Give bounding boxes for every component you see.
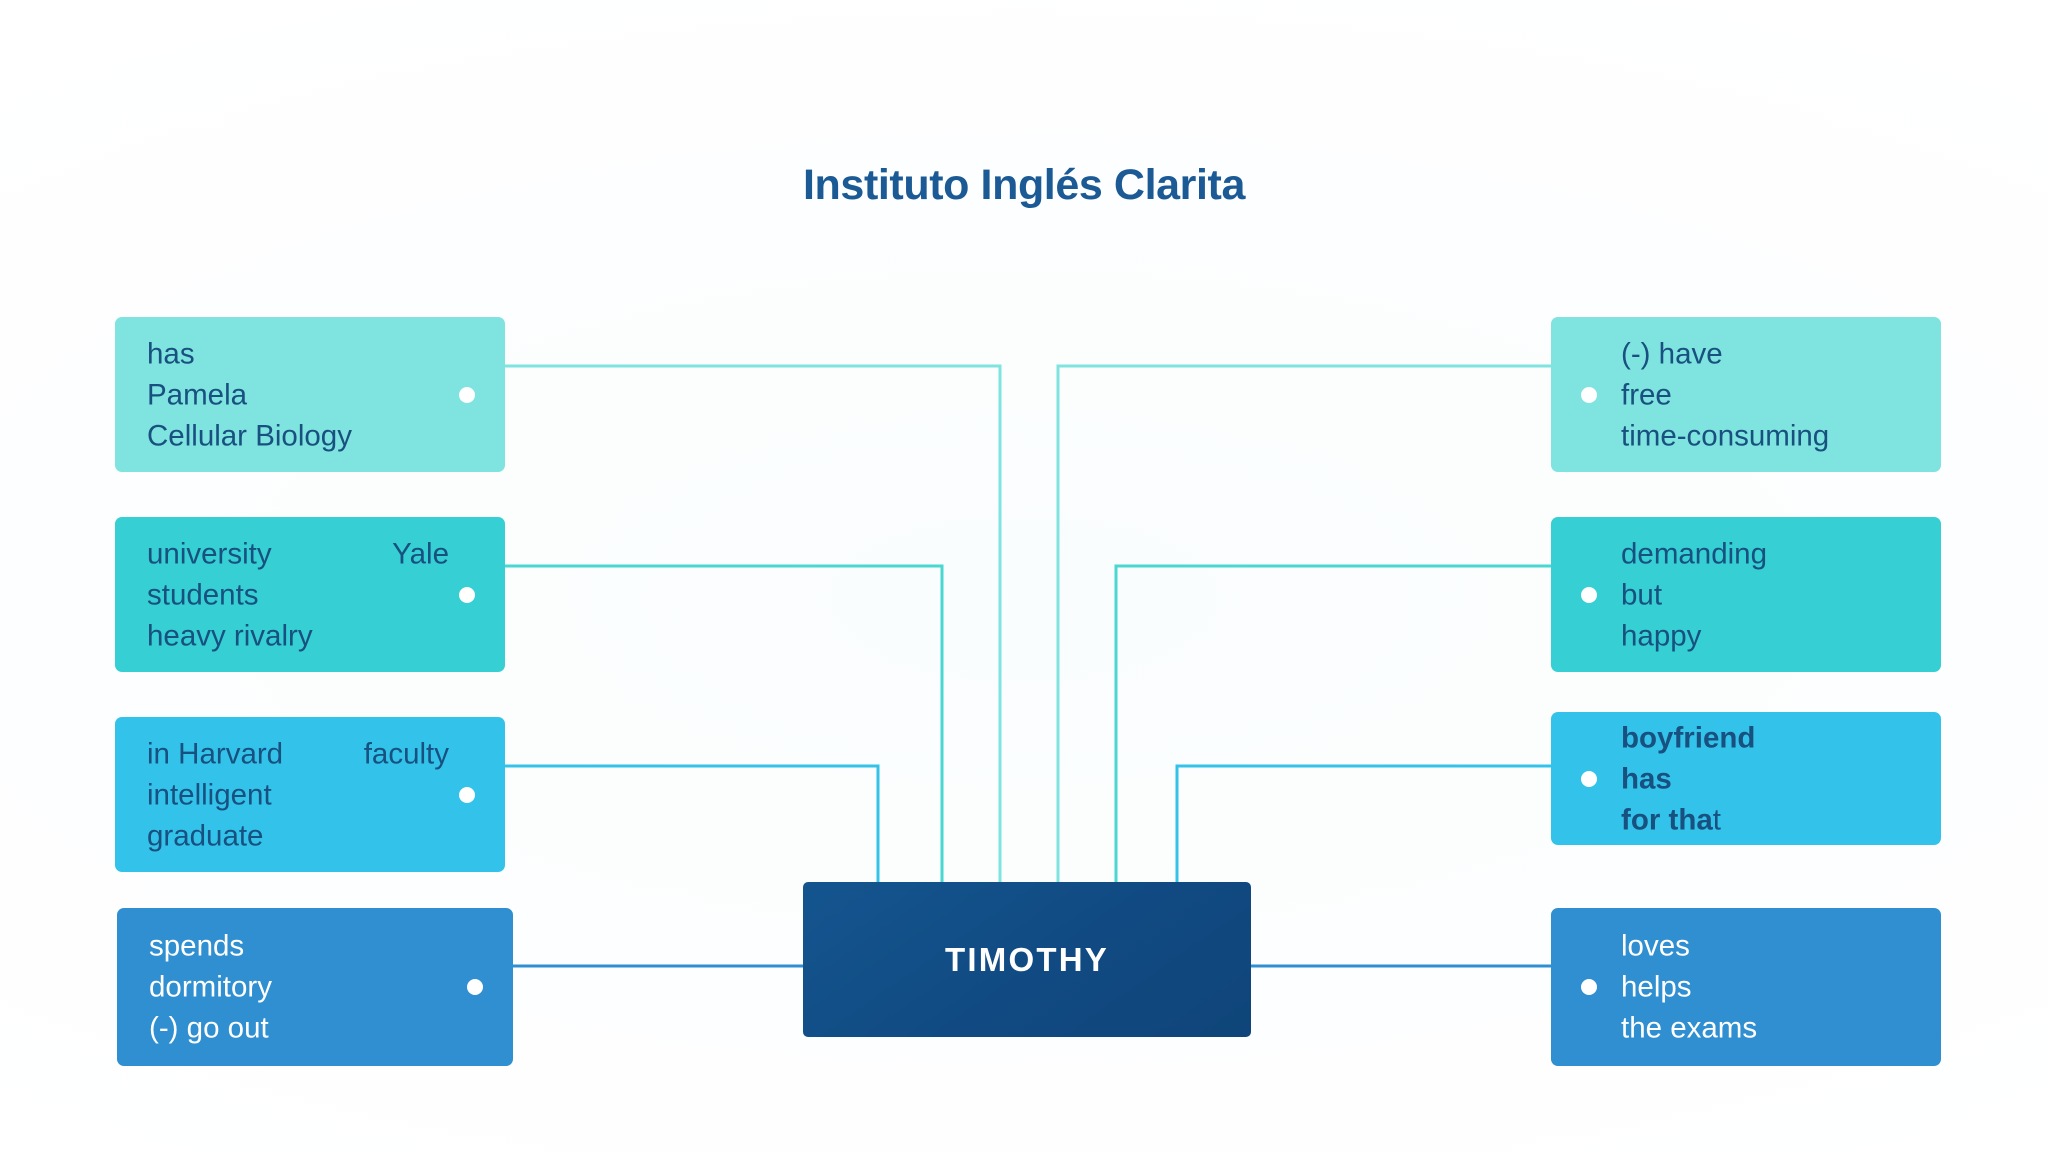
node-row-main: has (147, 337, 195, 370)
node-row: heavy rivalry (147, 615, 449, 656)
connector-dot (1581, 979, 1597, 995)
node-row: has (1621, 758, 1915, 799)
node-row: spends (149, 926, 457, 967)
node-row-main: but (1621, 578, 1663, 611)
node-row: time-consuming (1621, 415, 1915, 456)
node-row: loves (1621, 926, 1915, 967)
node-row-main: the exams (1621, 1011, 1758, 1045)
node-row-main: for tha (1621, 803, 1713, 836)
node-row: students (147, 574, 449, 615)
connector-dot (467, 979, 483, 995)
node-row: graduate (147, 815, 449, 856)
connector-dot (1581, 770, 1597, 787)
node-row-main: happy (1621, 619, 1702, 652)
node-row-main: spends (149, 929, 245, 963)
node-timothy-center[interactable]: TIMOTHY (803, 882, 1251, 1037)
node-row-main: demanding (1621, 537, 1767, 570)
node-row: boyfriend (1621, 717, 1915, 758)
node-row: but (1621, 574, 1915, 615)
node-row: helps (1621, 967, 1915, 1008)
node-row-main: time-consuming (1621, 419, 1830, 452)
node-row: (-) have (1621, 333, 1915, 374)
node-row: the exams (1621, 1008, 1915, 1049)
node-row: demanding (1621, 533, 1915, 574)
node-row-main: dormitory (149, 970, 272, 1004)
node-in-harvard-faculty[interactable]: in Harvard faculty intelligent graduate (115, 717, 505, 872)
node-row-main: boyfriend (1621, 721, 1756, 754)
node-row-main: university (147, 537, 272, 570)
node-row: Cellular Biology (147, 415, 449, 456)
node-spends-dormitory-go-out[interactable]: spends dormitory (-) go out (117, 908, 513, 1066)
connector-dot (459, 386, 475, 403)
node-row-main: intelligent (147, 778, 272, 811)
center-node-label: TIMOTHY (945, 940, 1109, 978)
node-row: (-) go out (149, 1008, 457, 1049)
connector-dot (459, 786, 475, 803)
node-row: has (147, 333, 449, 374)
node-row-tail: t (1712, 803, 1721, 836)
node-row-main: free (1621, 378, 1672, 411)
node-row-main: has (1621, 762, 1672, 795)
node-row: dormitory (149, 967, 457, 1008)
node-row-secondary: Yale (392, 537, 449, 570)
node-row-main: helps (1621, 970, 1692, 1004)
connector-dot (1581, 586, 1597, 603)
node-row: Pamela (147, 374, 449, 415)
node-has-pamela-cellular-biology[interactable]: has Pamela Cellular Biology (115, 317, 505, 472)
node-row-main: Pamela (147, 378, 248, 411)
node-row-main: students (147, 578, 259, 611)
node-row-main: graduate (147, 819, 264, 852)
node-row-main: in Harvard (147, 737, 284, 770)
connector-dot (459, 586, 475, 603)
node-row: intelligent (147, 774, 449, 815)
node-row-main: heavy rivalry (147, 619, 313, 652)
node-university-yale-students[interactable]: university Yale students heavy rivalry (115, 517, 505, 672)
node-demanding-but-happy[interactable]: demanding but happy (1551, 517, 1941, 672)
node-row: happy (1621, 615, 1915, 656)
node-row: free (1621, 374, 1915, 415)
node-row-main: loves (1621, 929, 1690, 963)
node-row: university Yale (147, 533, 449, 574)
node-row-main: Cellular Biology (147, 419, 352, 452)
page-title: Instituto Inglés Clarita (803, 160, 1245, 209)
connector-dot (1581, 386, 1597, 403)
node-row-main: (-) have (1621, 337, 1723, 370)
node-row-main: (-) go out (149, 1011, 269, 1045)
node-have-free-time-consuming[interactable]: (-) have free time-consuming (1551, 317, 1941, 472)
node-row: in Harvard faculty (147, 733, 449, 774)
node-loves-helps-the-exams[interactable]: loves helps the exams (1551, 908, 1941, 1066)
node-row-secondary: faculty (363, 737, 449, 770)
